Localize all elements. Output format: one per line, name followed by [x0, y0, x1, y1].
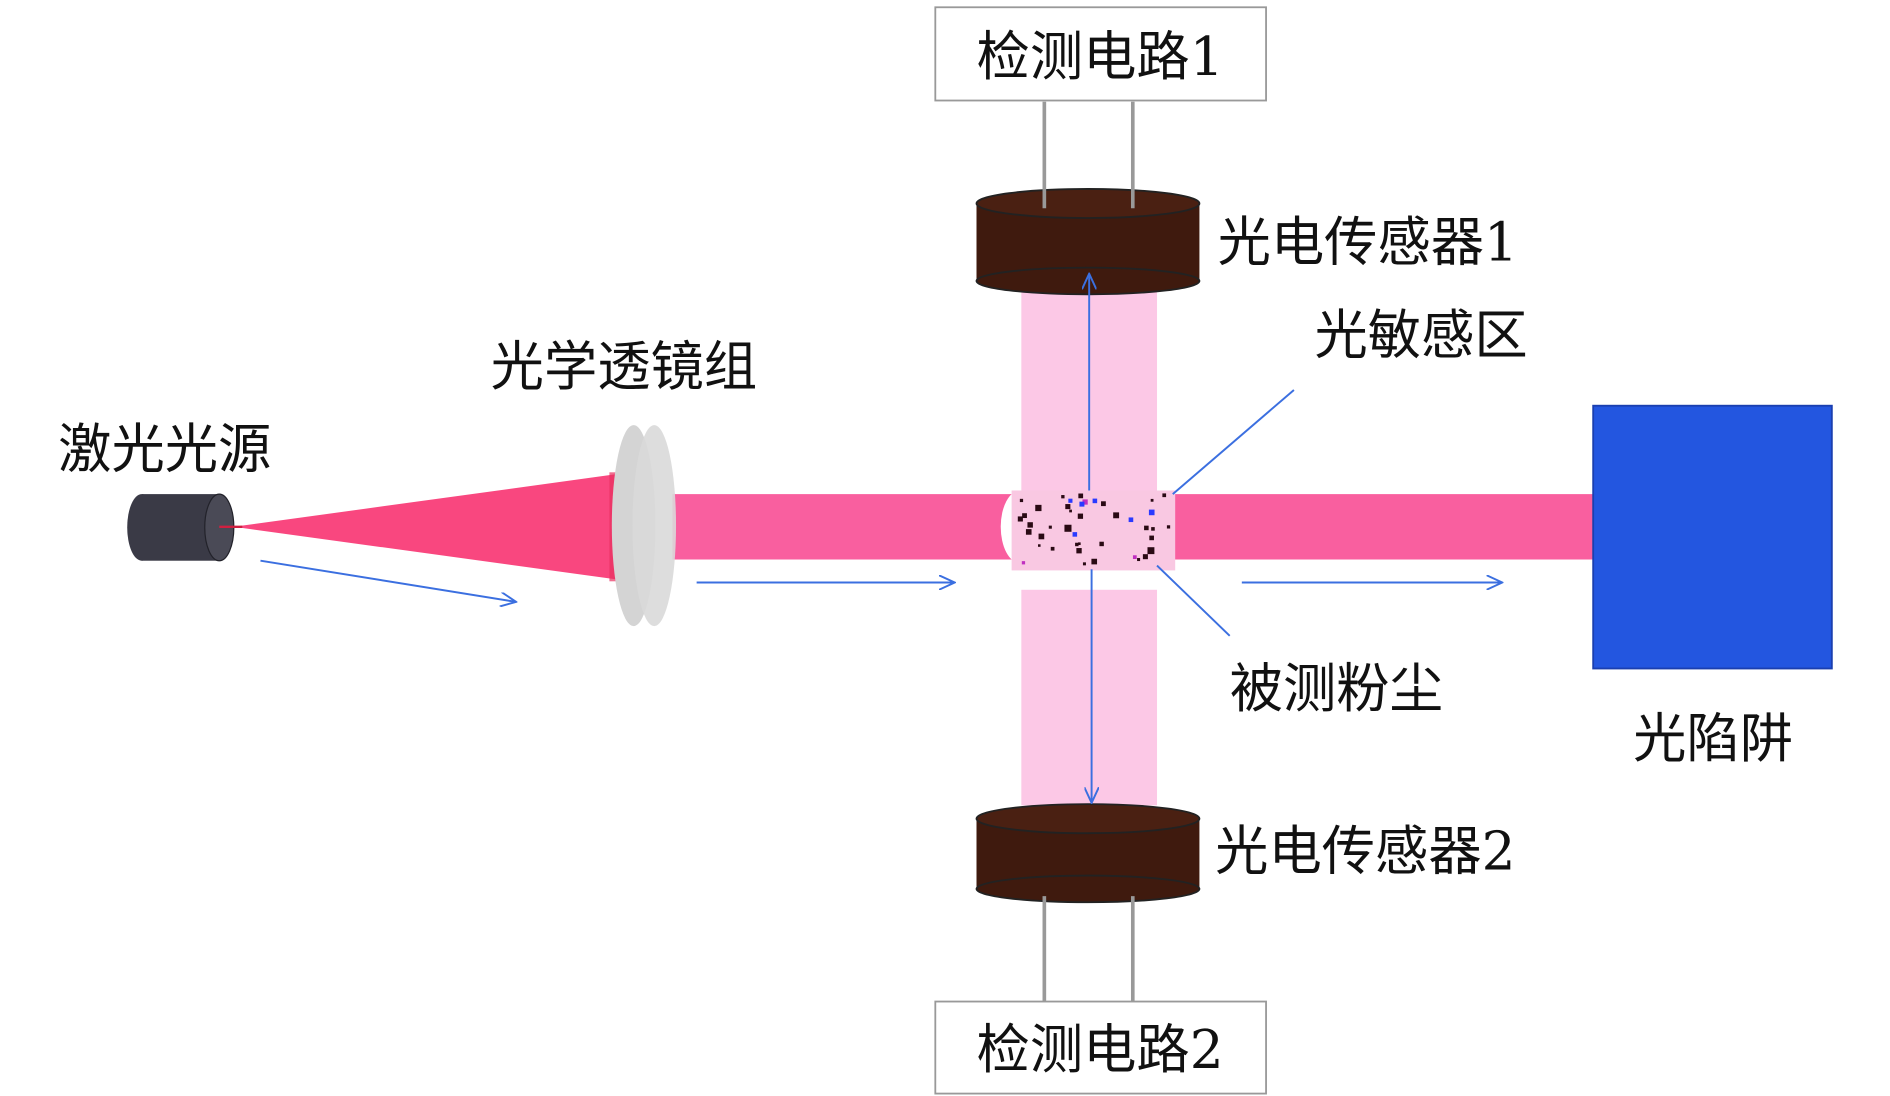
dust-particle: [1035, 504, 1042, 512]
dust-particle: [1069, 509, 1072, 513]
dust-particle: [1064, 524, 1072, 532]
dust-particle: [1142, 554, 1148, 560]
arrow-1: [260, 559, 516, 602]
label-light-trap: 光陷阱: [1633, 708, 1793, 770]
dust-particle: [1065, 504, 1071, 510]
lens-group-icon: [611, 425, 677, 627]
laser-source-icon: [127, 493, 243, 562]
dust-particle: [1021, 561, 1026, 565]
leader-dust: [1156, 564, 1231, 637]
dust-particle: [1076, 548, 1082, 554]
dust-particle: [1144, 525, 1149, 531]
dust-particle: [1101, 501, 1106, 507]
dust-particle: [1150, 498, 1154, 502]
dust-zone: [1000, 490, 1176, 571]
dust-particle: [1077, 542, 1081, 546]
dust-particle: [1113, 512, 1120, 519]
dust-particle: [1099, 541, 1104, 547]
dust-particle: [1092, 498, 1098, 504]
label-sensitive-zone: 光敏感区: [1315, 305, 1528, 367]
dust-particle: [1025, 529, 1032, 535]
label-sensor-2: 光电传感器2: [1215, 821, 1515, 883]
dust-particle: [1077, 513, 1084, 519]
laser-beam-right: [1172, 494, 1597, 560]
label-circuit-2: 检测电路2: [977, 1019, 1224, 1081]
label-sensor-1: 光电传感器1: [1218, 211, 1518, 273]
dust-particle: [1082, 499, 1088, 505]
dust-particle: [1038, 544, 1041, 547]
dust-particle: [1132, 555, 1137, 560]
dust-particle: [1162, 493, 1167, 498]
dust-particle: [1149, 535, 1154, 541]
dust-particle: [1050, 546, 1055, 551]
dust-particle: [1166, 525, 1171, 529]
dust-particle: [1137, 558, 1141, 562]
dust-particle: [1068, 498, 1073, 503]
wires: [1042, 101, 1135, 1002]
dust-particle: [1082, 562, 1086, 566]
laser-beam-left: [672, 494, 1012, 560]
dust-particle: [1078, 493, 1084, 499]
label-laser-source: 激光光源: [58, 418, 271, 480]
dust-particle: [1048, 525, 1052, 529]
dust-particle: [1148, 509, 1155, 516]
dust-particle: [1128, 517, 1134, 523]
dust-particle: [1151, 527, 1155, 531]
dust-particle: [1022, 513, 1027, 519]
dust-particle: [1017, 516, 1023, 522]
dust-particle: [1019, 498, 1024, 503]
photo-sensor-2: [975, 803, 1201, 904]
dust-particle: [1079, 501, 1085, 507]
leader-sensitive-zone: [1172, 389, 1295, 495]
label-circuit-1: 检测电路1: [977, 26, 1224, 88]
dust-particle: [1147, 547, 1155, 555]
label-dust: 被测粉尘: [1230, 658, 1443, 720]
photo-sensor-1: [975, 188, 1201, 296]
dust-particle: [1027, 522, 1033, 528]
dust-particle: [1091, 558, 1098, 565]
laser-cone: [233, 472, 631, 582]
light-trap: [1592, 404, 1833, 670]
direction-arrows: [260, 274, 1502, 803]
label-lens-group: 光学透镜组: [491, 336, 757, 398]
dust-particle: [1061, 495, 1065, 499]
scatter-band-bottom: [1021, 589, 1158, 806]
detection-circuit-1: [934, 6, 1267, 102]
dust-particle: [1075, 542, 1079, 547]
detection-circuit-2: [934, 1000, 1267, 1095]
dust-particle: [1072, 532, 1078, 537]
dust-particle: [1038, 533, 1045, 540]
